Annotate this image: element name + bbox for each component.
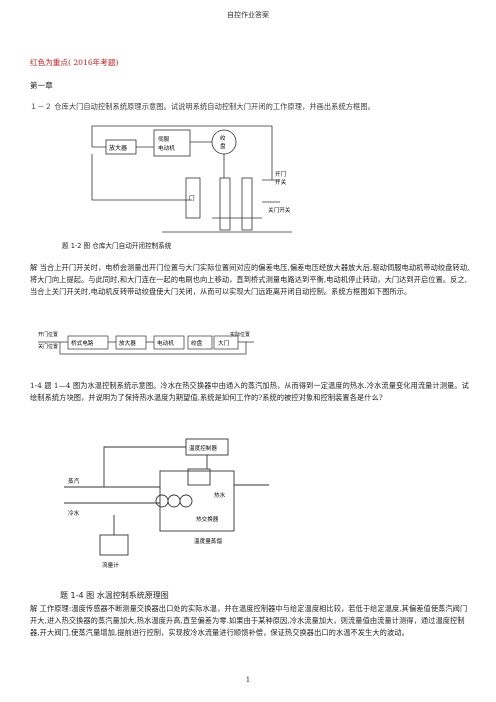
door-label: 门 [189, 194, 195, 202]
svg-text:热水: 热水 [214, 491, 226, 499]
svg-text:温度控制器: 温度控制器 [189, 444, 217, 452]
svg-text:开门: 开门 [275, 170, 287, 178]
svg-text:绞盘: 绞盘 [191, 339, 203, 347]
door-control-diagram: 放大器 伺服 电动机 绞 盘 门 开门 开关 关门开关 [91, 125, 292, 233]
key-note: 红色为重点( 2016年考题) [30, 58, 119, 67]
svg-text:电动机: 电动机 [157, 339, 174, 347]
svg-text:开关: 开关 [275, 178, 287, 186]
heat-exchanger-box [159, 470, 235, 532]
svg-text:温度量蒸馏: 温度量蒸馏 [194, 537, 222, 545]
question-1-4: 1-4 题 1—4 图为水温控制系统示意图。冷水在热交换器中由通入的蒸汽加热，从… [30, 381, 469, 402]
page-header: 自控作业答案 [227, 11, 269, 19]
door-rect [185, 177, 201, 219]
temp-sensor-box [187, 468, 211, 486]
answer-1-2: 解 当合上开门开关时，电桥会测量出开门位置与大门实际位置间对应的偏差电压,偏差电… [30, 263, 470, 296]
svg-text:大门: 大门 [218, 339, 230, 347]
svg-text:伺服: 伺服 [158, 135, 170, 143]
figure-2-caption: 题 1-4 图 水温控制系统原理图 [60, 591, 169, 600]
amplifier-label: 放大器 [109, 144, 127, 152]
chapter-title: 第一章 [30, 81, 53, 90]
svg-text:流量计: 流量计 [102, 561, 119, 569]
question-1-2: １－２ 仓库大门自动控制系统原理示意图。试说明系统自动控制大门开闭的工作原理，并… [30, 102, 375, 111]
door-block-diagram: 开门位置 关门位置 桥式电路 放大器 电动机 绞盘 大门 实际位置 [38, 331, 254, 355]
svg-text:关门位置: 关门位置 [38, 343, 58, 350]
svg-text:热交换器: 热交换器 [196, 515, 219, 523]
answer-1-4: 解 工作原理:温度传感器不断测量交换器出口处的实际水温，并在温度控制器中与给定温… [30, 604, 468, 637]
water-temp-diagram: 温度控制器 蒸汽 冷水 热水 热交换器 流量计 温度量蒸馏 [64, 438, 269, 569]
svg-text:绞: 绞 [220, 134, 226, 142]
svg-text:电动机: 电动机 [158, 144, 175, 152]
svg-text:开门位置: 开门位置 [38, 331, 58, 338]
servo-motor-box [153, 129, 191, 157]
drum-circle [211, 129, 237, 155]
svg-text:盘: 盘 [220, 142, 226, 150]
svg-text:放大器: 放大器 [119, 339, 136, 347]
page-number: 1 [245, 676, 251, 684]
flow-meter-box [99, 534, 129, 556]
svg-text:冷水: 冷水 [68, 509, 80, 517]
svg-text:蒸汽: 蒸汽 [68, 477, 80, 485]
svg-text:桥式电路: 桥式电路 [71, 339, 94, 347]
svg-text:实际位置: 实际位置 [230, 331, 250, 338]
figure-1-caption: 题 1-2 图 仓库大门自动开闭控制系统 [62, 242, 172, 250]
close-switch-label: 关门开关 [268, 206, 291, 214]
